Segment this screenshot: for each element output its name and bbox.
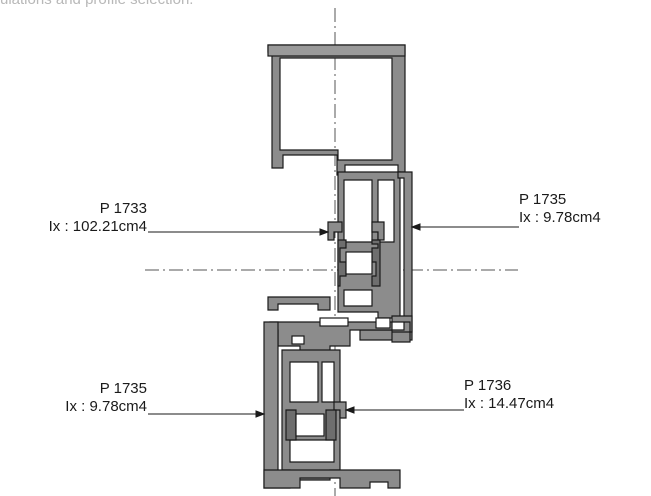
upper-sill-profile bbox=[267, 296, 331, 311]
arrow-p1735-lower bbox=[255, 410, 266, 418]
bottom-sill-profile bbox=[263, 469, 401, 489]
callout-p1735-upper: P 1735 Ix : 9.78cm4 bbox=[519, 191, 601, 227]
transom-top-cap bbox=[267, 44, 406, 57]
lower-glass-pocket bbox=[295, 413, 325, 437]
callout-p1735-lower-ix: Ix : 9.78cm4 bbox=[65, 398, 147, 415]
callout-p1736-name: P 1736 bbox=[464, 377, 512, 394]
interlock-insert-3 bbox=[319, 317, 349, 327]
upper-sash-profile bbox=[337, 171, 401, 319]
upper-bead-left bbox=[327, 221, 343, 241]
callout-p1733: P 1733 Ix : 102.21cm4 bbox=[0, 200, 147, 236]
callout-p1733-name: P 1733 bbox=[99, 200, 147, 217]
arrow-p1733 bbox=[319, 228, 330, 236]
interlock-insert-1 bbox=[291, 335, 305, 345]
arrow-p1736 bbox=[344, 406, 355, 414]
callout-p1733-ix: Ix : 102.21cm4 bbox=[48, 218, 147, 235]
arrow-p1735-upper bbox=[410, 223, 421, 231]
upper-glass-pocket bbox=[345, 251, 373, 275]
callout-p1736-ix: Ix : 14.47cm4 bbox=[464, 395, 555, 412]
caption-text: ulations and profile selection. bbox=[0, 0, 193, 8]
transom-profile bbox=[267, 44, 406, 176]
interlock-insert-2 bbox=[375, 317, 391, 329]
callout-p1735-upper-ix: Ix : 9.78cm4 bbox=[519, 209, 601, 226]
callout-p1735-lower-name: P 1735 bbox=[99, 380, 147, 397]
callout-p1735-lower: P 1735 Ix : 9.78cm4 bbox=[0, 380, 147, 416]
callout-p1735-upper-name: P 1735 bbox=[519, 191, 567, 208]
callout-p1736: P 1736 Ix : 14.47cm4 bbox=[464, 377, 554, 413]
